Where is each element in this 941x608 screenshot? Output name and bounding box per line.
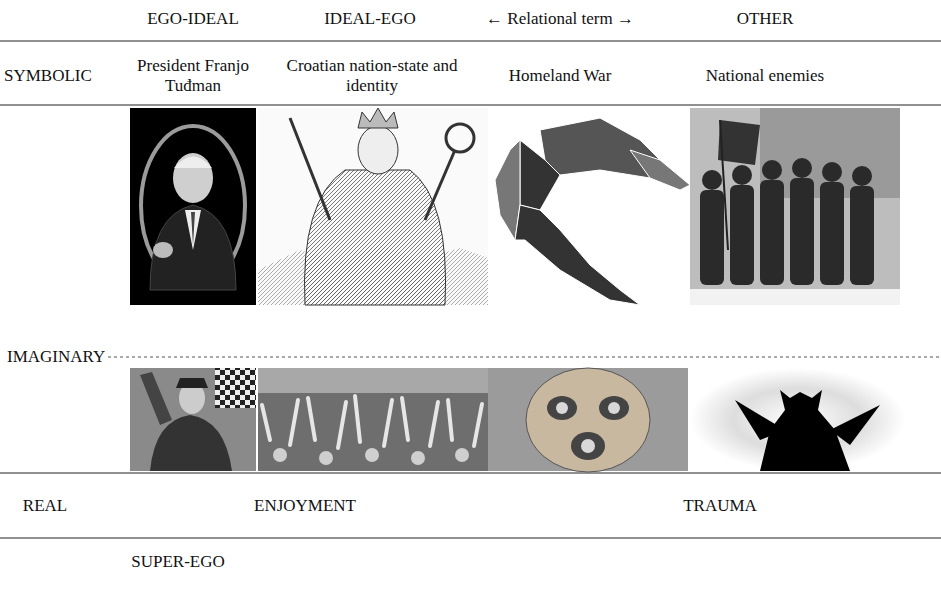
row-heading: SYMBOLIC bbox=[4, 66, 92, 86]
table-cell: National enemies bbox=[706, 66, 825, 86]
demon-silhouette bbox=[690, 368, 905, 471]
officer-photo bbox=[130, 368, 256, 471]
soldiers-photo bbox=[690, 108, 900, 305]
portrait-photo bbox=[130, 108, 256, 305]
row-heading: IMAGINARY bbox=[4, 347, 108, 367]
column-heading: ← Relational term → bbox=[486, 9, 634, 29]
column-heading: IDEAL-EGO bbox=[324, 9, 416, 29]
column-heading: OTHER bbox=[737, 9, 794, 29]
column-heading: EGO-IDEAL bbox=[147, 9, 239, 29]
table-cell: Homeland War bbox=[509, 66, 612, 86]
row-heading: REAL bbox=[23, 496, 67, 516]
table-cell: Croatian nation-state and identity bbox=[280, 56, 465, 97]
map-croatia bbox=[495, 118, 690, 305]
table-cell: ENJOYMENT bbox=[254, 496, 356, 516]
table-rules bbox=[0, 41, 941, 538]
crowd-photo bbox=[258, 368, 488, 471]
table-cell: TRAUMA bbox=[683, 496, 757, 516]
engraving-figure bbox=[258, 108, 488, 305]
row-heading: SUPER-EGO bbox=[131, 552, 225, 572]
table-cell: President Franjo Tuđman bbox=[129, 56, 257, 97]
face-painting bbox=[488, 368, 688, 472]
